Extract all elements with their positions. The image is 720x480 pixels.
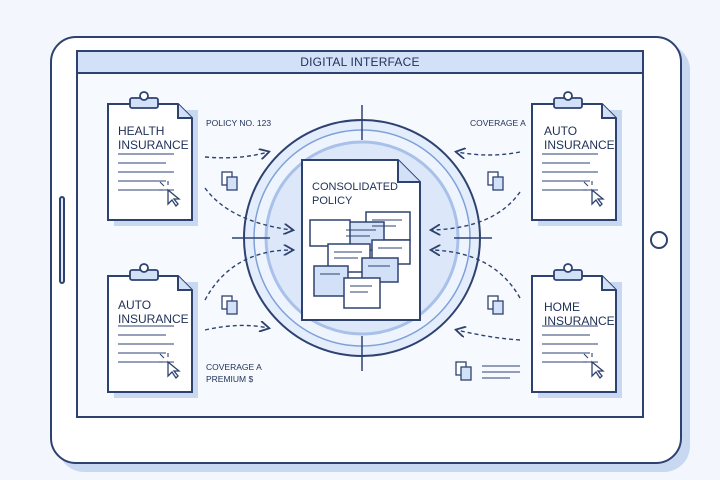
cursor-icon <box>583 181 605 208</box>
card-home-line1: HOME <box>544 300 580 314</box>
cards-layer <box>107 91 622 398</box>
clipboard-icon <box>107 91 198 226</box>
arrow-icon <box>204 152 268 158</box>
cursor-icon <box>159 353 181 380</box>
annotation-coverage-top: COVERAGE A <box>470 118 526 128</box>
arrow-icon <box>432 191 521 230</box>
center-title-line1: CONSOLIDATED <box>312 181 398 193</box>
window-title: DIGITAL INTERFACE <box>76 50 644 74</box>
annotation-premium: PREMIUM $ <box>206 374 254 384</box>
card-auto-left-line2: INSURANCE <box>118 312 189 326</box>
copy-icon <box>455 361 472 381</box>
text-lines <box>482 365 520 379</box>
card-auto-left-line1: AUTO <box>118 298 152 312</box>
arrow-icon <box>204 325 268 330</box>
copy-icon <box>221 295 238 315</box>
cursor-icon <box>159 181 181 208</box>
arrow-icon <box>457 152 521 155</box>
cursor-icon <box>583 353 605 380</box>
arrow-icon <box>204 250 292 301</box>
card-auto-right-line2: INSURANCE <box>544 138 615 152</box>
card-health-line2: INSURANCE <box>118 138 189 152</box>
home-button[interactable] <box>650 231 668 249</box>
side-button <box>59 196 65 284</box>
center-title-line2: POLICY <box>312 195 353 207</box>
copy-icons <box>221 171 504 381</box>
card-health-line1: HEALTH <box>118 124 165 138</box>
document-icon <box>301 159 421 321</box>
annotation-policy-number: POLICY NO. 123 <box>206 118 272 128</box>
flow-arrows <box>204 152 521 341</box>
clipboard-icon <box>531 263 622 398</box>
clipboard-icon <box>531 91 622 226</box>
card-auto-right-line1: AUTO <box>544 124 578 138</box>
copy-icon <box>487 171 504 191</box>
arrow-icon <box>204 187 292 230</box>
arrow-icon <box>432 250 521 299</box>
copy-icon <box>221 171 238 191</box>
annotation-coverage-bottom: COVERAGE A <box>206 362 262 372</box>
card-home-line2: INSURANCE <box>544 314 615 328</box>
clipboard-icon <box>107 263 198 398</box>
copy-icon <box>487 295 504 315</box>
arrow-icon <box>457 330 521 341</box>
